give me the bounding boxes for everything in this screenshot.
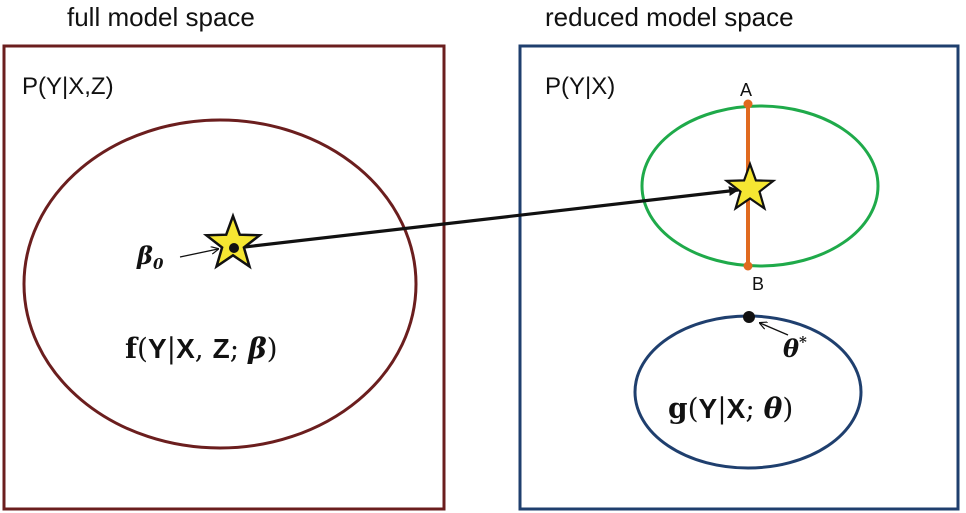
func-g-name: g (668, 392, 688, 425)
func-f-z: Z (213, 333, 230, 364)
full-model-heading: full model space (67, 2, 255, 32)
func-f-semi: ; (230, 332, 248, 365)
func-g-param: θ (764, 392, 783, 425)
reduced-model-box (518, 44, 960, 511)
full-model-function: f(Y|X, Z; β) (125, 332, 278, 365)
beta-point-dot (229, 243, 239, 253)
reduced-model-heading: reduced model space (545, 2, 794, 32)
theta-star-label: θ* (783, 333, 807, 363)
func-f-param: β (247, 332, 267, 365)
beta-star-icon (202, 212, 264, 270)
theta-star-dot (743, 311, 755, 323)
projected-star-icon (723, 160, 777, 212)
func-g-open: ( (688, 392, 699, 425)
func-g-semi: ; (745, 392, 763, 425)
full-model-box (2, 44, 446, 511)
point-b-label: B (752, 274, 764, 294)
theta-symbol: θ (783, 334, 799, 363)
beta-subscript: 0 (153, 255, 164, 273)
projection-arrow (235, 186, 739, 250)
reduced-model-function: g(Y|X; θ) (668, 392, 793, 425)
func-g-bar: | (717, 392, 726, 425)
full-box-label: P(Y|X,Z) (22, 73, 114, 100)
func-f-y: Y (148, 333, 167, 364)
point-b-dot (743, 261, 753, 271)
func-f-comma: , (195, 332, 213, 365)
func-g-y: Y (699, 393, 718, 424)
func-f-x: X (176, 333, 195, 364)
func-g-close: ) (782, 392, 793, 425)
func-f-name: f (125, 332, 139, 365)
theta-superscript: * (799, 333, 807, 351)
func-f-open: ( (137, 332, 148, 365)
beta-pointer-arrow (179, 249, 218, 258)
reduced-box-label: P(Y|X) (545, 73, 615, 100)
point-a-dot (743, 99, 753, 109)
beta-zero-label: β0 (136, 241, 164, 273)
point-a-label: A (740, 80, 752, 100)
theta-pointer-arrow (760, 323, 789, 336)
full-model-ellipse (22, 118, 418, 450)
func-f-close: ) (267, 332, 278, 365)
func-g-x: X (727, 393, 746, 424)
green-ellipse (640, 104, 880, 268)
func-f-bar: | (167, 332, 176, 365)
beta-symbol: β (136, 241, 153, 270)
